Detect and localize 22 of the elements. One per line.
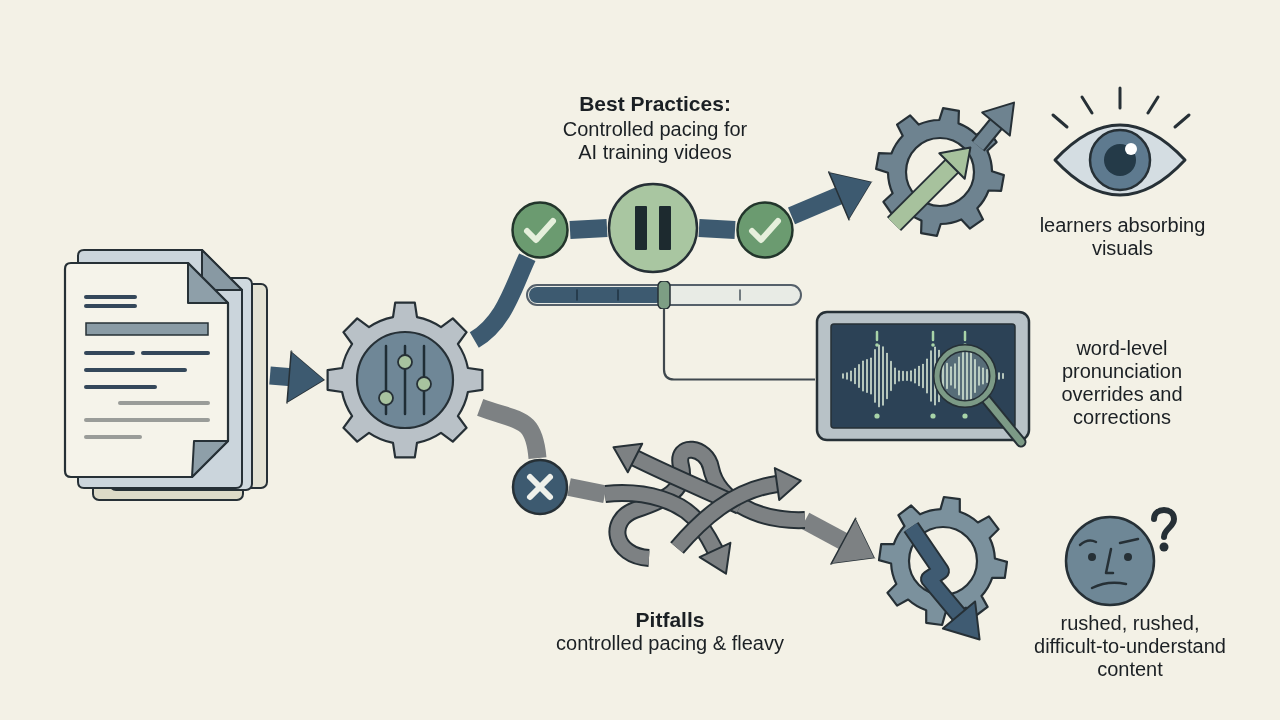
slider-track: [525, 281, 803, 309]
arrow: [269, 350, 326, 404]
cross-icon: [511, 458, 569, 516]
flow-band: [567, 478, 607, 504]
gear-sliders-icon: [325, 300, 485, 460]
section-heading: Pitfalls: [634, 608, 706, 631]
checkmark-icon: [510, 200, 570, 260]
flow-band: [698, 219, 736, 239]
pause-icon: [607, 182, 699, 274]
arrow: [787, 171, 876, 225]
node-label: word-level pronunciation overrides and corrections: [1060, 337, 1184, 429]
section-heading: Best Practices:: [578, 92, 732, 115]
document-stack-icon: [62, 248, 270, 503]
caption: learners absorbing visuals: [1038, 214, 1207, 260]
subheading: controlled pacing & fleavy: [555, 632, 785, 655]
waveform-monitor-icon: [815, 310, 1032, 449]
checkmark-icon: [735, 200, 795, 260]
subheading: Controlled pacing for AI training videos: [561, 118, 749, 164]
caption: rushed, rushed, difficult-to-understand content: [1033, 612, 1227, 681]
flow-band: [569, 219, 608, 239]
leader-line: [662, 309, 815, 381]
flow-band: [469, 253, 536, 348]
